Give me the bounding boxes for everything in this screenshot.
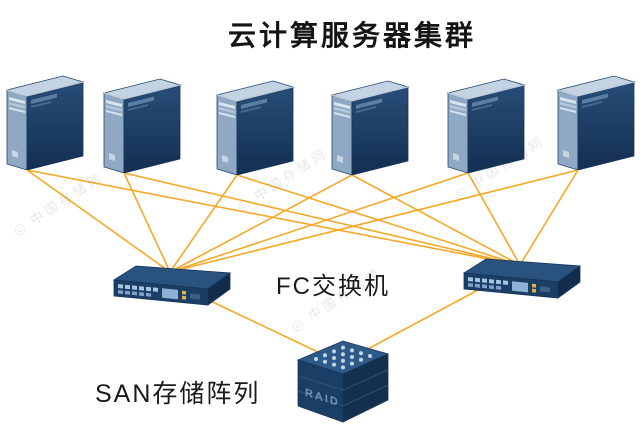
server-icon-1 — [6, 75, 84, 170]
server-icon-4 — [331, 80, 409, 175]
san-storage-label: SAN存储阵列 — [95, 380, 261, 408]
server-icon-6 — [557, 75, 635, 170]
server-icon-3 — [216, 80, 294, 175]
fc-switch-right-icon — [463, 258, 581, 299]
san-storage-icon: RAID — [297, 340, 389, 423]
fc-switch-left-icon — [113, 265, 231, 306]
server-icon-5 — [447, 78, 525, 173]
diagram-title: 云计算服务器集群 — [228, 20, 477, 51]
server-icon-2 — [103, 78, 181, 173]
fc-switch-label: FC交换机 — [276, 273, 390, 300]
